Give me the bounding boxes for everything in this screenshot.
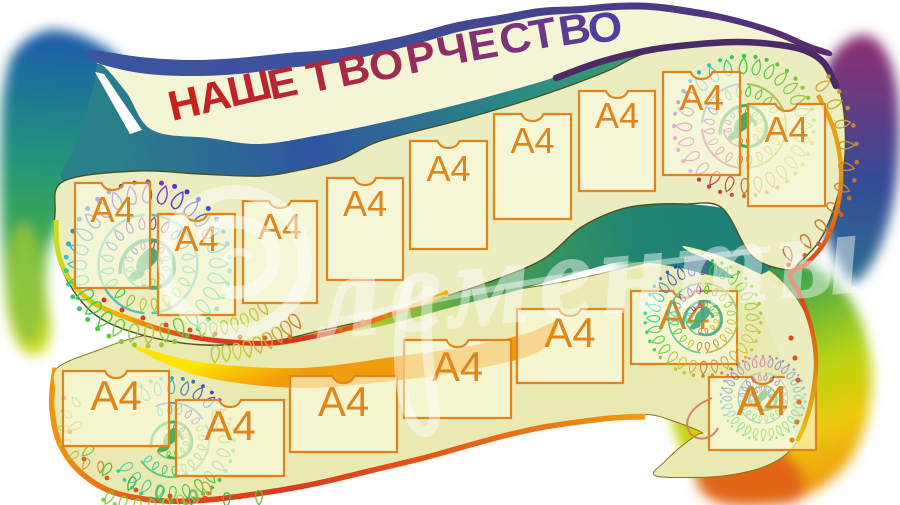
svg-text:A4: A4 bbox=[318, 378, 369, 425]
svg-text:A4: A4 bbox=[510, 120, 554, 161]
svg-text:A4: A4 bbox=[204, 402, 255, 449]
svg-text:A4: A4 bbox=[737, 377, 788, 424]
svg-text:A4: A4 bbox=[736, 377, 787, 424]
svg-text:A4: A4 bbox=[432, 343, 483, 390]
svg-text:A4: A4 bbox=[90, 372, 141, 419]
svg-text:A4: A4 bbox=[679, 77, 723, 118]
svg-text:A4: A4 bbox=[764, 109, 808, 150]
svg-text:A4: A4 bbox=[258, 206, 302, 247]
svg-text:A4: A4 bbox=[544, 309, 595, 356]
svg-text:В: В bbox=[555, 4, 594, 55]
svg-text:A4: A4 bbox=[90, 189, 134, 230]
svg-text:О: О bbox=[585, 3, 625, 54]
svg-text:A4: A4 bbox=[595, 95, 639, 136]
svg-text:A4: A4 bbox=[174, 218, 218, 259]
svg-text:Ш: Ш bbox=[223, 61, 277, 117]
svg-text:A4: A4 bbox=[343, 183, 387, 224]
svg-text:A4: A4 bbox=[426, 148, 470, 189]
